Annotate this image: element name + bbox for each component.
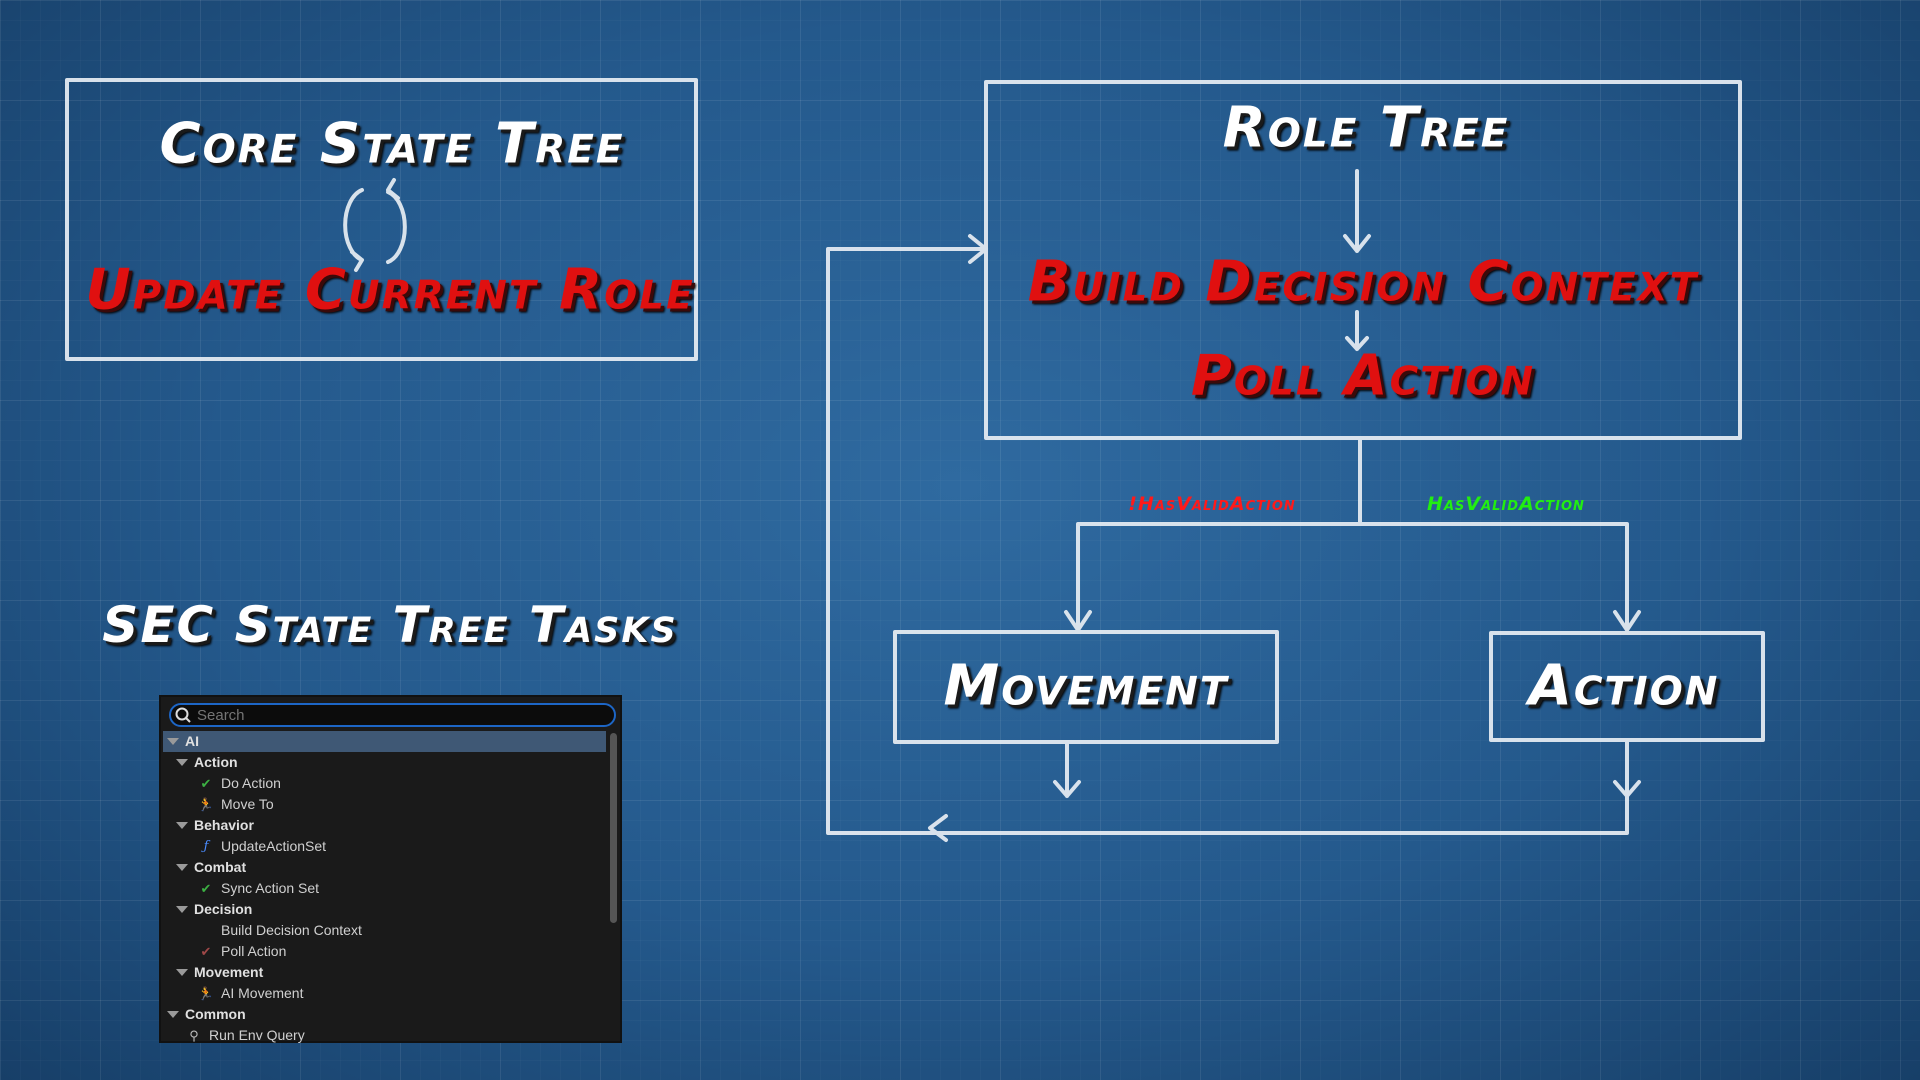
build-decision-context-label: Build Decision Context	[1027, 249, 1699, 315]
item-label: UpdateActionSet	[221, 838, 327, 854]
expand-arrow-icon[interactable]	[176, 864, 188, 871]
tree-item-build-decision-context[interactable]: Build Decision Context	[163, 920, 606, 941]
category-label: Common	[185, 1006, 246, 1022]
arrow-build-to-poll	[1345, 310, 1369, 351]
update-current-role-label: Update Current Role	[85, 257, 695, 323]
tree-item-poll-action[interactable]: ✔ Poll Action	[163, 941, 606, 962]
category-label: Action	[194, 754, 238, 770]
tree-item-do-action[interactable]: ✔ Do Action	[163, 773, 606, 794]
movement-node-label: Movement	[943, 653, 1229, 719]
cycle-icon	[343, 178, 407, 272]
category-label: AI	[185, 733, 199, 749]
run-icon: 🏃	[197, 797, 215, 812]
check-icon: ✔	[200, 881, 212, 896]
search-box[interactable]	[169, 703, 616, 727]
expand-arrow-icon[interactable]	[176, 906, 188, 913]
tree-category-common[interactable]: Common	[163, 1004, 606, 1025]
category-label: Combat	[194, 859, 247, 875]
tree-category-behavior[interactable]: Behavior	[163, 815, 606, 836]
item-label: Run Env Query	[209, 1027, 305, 1043]
tree-category-movement[interactable]: Movement	[163, 962, 606, 983]
expand-arrow-icon[interactable]	[167, 1011, 179, 1018]
task-picker-panel: AI Action ✔ Do Action 🏃 Move To Behavior ƒ…	[159, 695, 622, 1043]
core-box	[65, 78, 698, 361]
search-input[interactable]	[193, 706, 597, 724]
category-label: Decision	[194, 901, 253, 917]
check-icon: ✔	[200, 776, 212, 791]
run-blue-icon: 🏃	[197, 986, 215, 1001]
branch-lines	[1064, 436, 1641, 632]
check-red-icon: ✔	[200, 944, 212, 959]
poll-action-label: Poll Action	[1190, 343, 1536, 409]
task-tree: AI Action ✔ Do Action 🏃 Move To Behavior ƒ…	[163, 731, 606, 1046]
return-lines	[826, 234, 1641, 842]
role-box	[984, 80, 1742, 440]
scrollbar[interactable]	[610, 733, 617, 923]
item-label: AI Movement	[221, 985, 304, 1001]
tree-category-combat[interactable]: Combat	[163, 857, 606, 878]
not-has-valid-action-label: !HasValidAction	[1128, 493, 1296, 515]
category-label: Movement	[194, 964, 264, 980]
tree-item-move-to[interactable]: 🏃 Move To	[163, 794, 606, 815]
has-valid-action-label: HasValidAction	[1427, 493, 1585, 515]
action-node-label: Action	[1528, 653, 1720, 719]
tree-item-sync-action-set[interactable]: ✔ Sync Action Set	[163, 878, 606, 899]
tree-item-ai-movement[interactable]: 🏃 AI Movement	[163, 983, 606, 1004]
item-label: Move To	[221, 796, 274, 812]
expand-arrow-icon[interactable]	[176, 822, 188, 829]
expand-arrow-icon[interactable]	[176, 969, 188, 976]
tree-item-run-env-query[interactable]: ⚲ Run Env Query	[163, 1025, 606, 1046]
tree-category-decision[interactable]: Decision	[163, 899, 606, 920]
function-icon: ƒ	[203, 839, 209, 854]
search-icon	[175, 707, 191, 723]
tree-item-update-action-set[interactable]: ƒ UpdateActionSet	[163, 836, 606, 857]
movement-box	[893, 630, 1279, 744]
tree-category-action[interactable]: Action	[163, 752, 606, 773]
expand-arrow-icon[interactable]	[167, 738, 179, 745]
category-label: Behavior	[194, 817, 254, 833]
item-label: Do Action	[221, 775, 281, 791]
item-label: Poll Action	[221, 943, 287, 959]
role-tree-title: Role Tree	[1222, 95, 1510, 161]
arrow-role-to-build	[1343, 169, 1371, 253]
query-icon: ⚲	[189, 1028, 199, 1043]
tree-category-ai[interactable]: AI	[163, 731, 606, 752]
sec-tasks-title: SEC State Tree Tasks	[102, 596, 678, 654]
item-label: Build Decision Context	[221, 922, 362, 938]
expand-arrow-icon[interactable]	[176, 759, 188, 766]
item-label: Sync Action Set	[221, 880, 320, 896]
core-state-tree-title: Core State Tree	[159, 111, 625, 177]
